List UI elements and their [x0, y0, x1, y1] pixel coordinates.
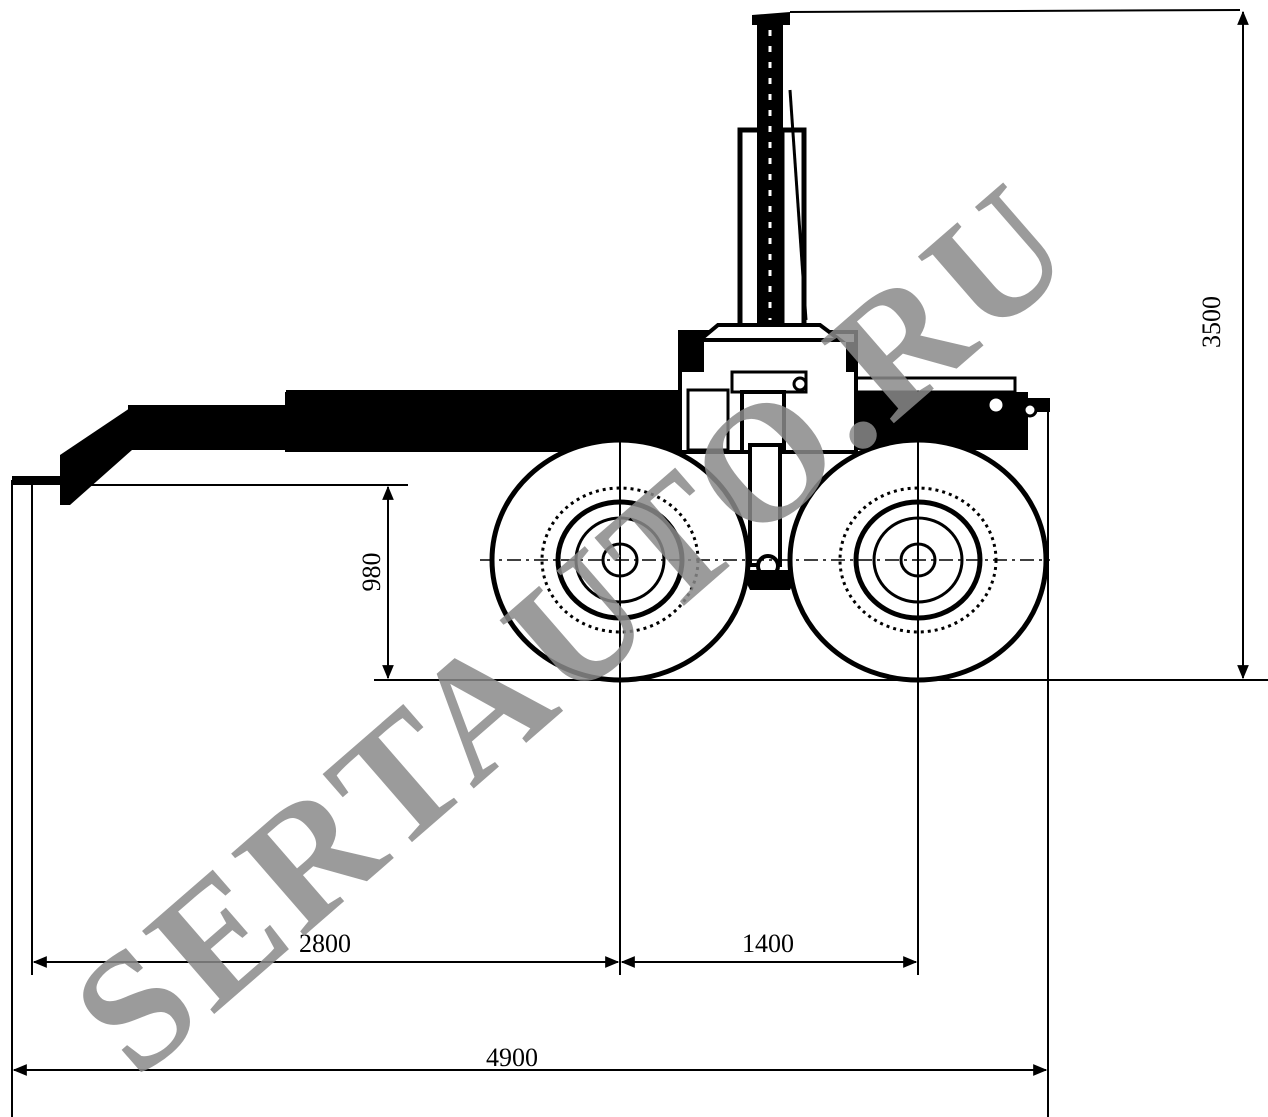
frame-front	[128, 405, 288, 450]
label-4900: 4900	[486, 1043, 538, 1072]
bogie-post	[740, 390, 786, 454]
crane-mast	[694, 9, 1241, 342]
label-3500: 3500	[1197, 296, 1226, 348]
label-1400: 1400	[742, 929, 794, 958]
label-980: 980	[357, 553, 386, 592]
hitch-bar	[12, 476, 64, 485]
label-2800: 2800	[299, 929, 351, 958]
dimension-lines	[11, 10, 1268, 1117]
drawbar	[60, 408, 132, 505]
